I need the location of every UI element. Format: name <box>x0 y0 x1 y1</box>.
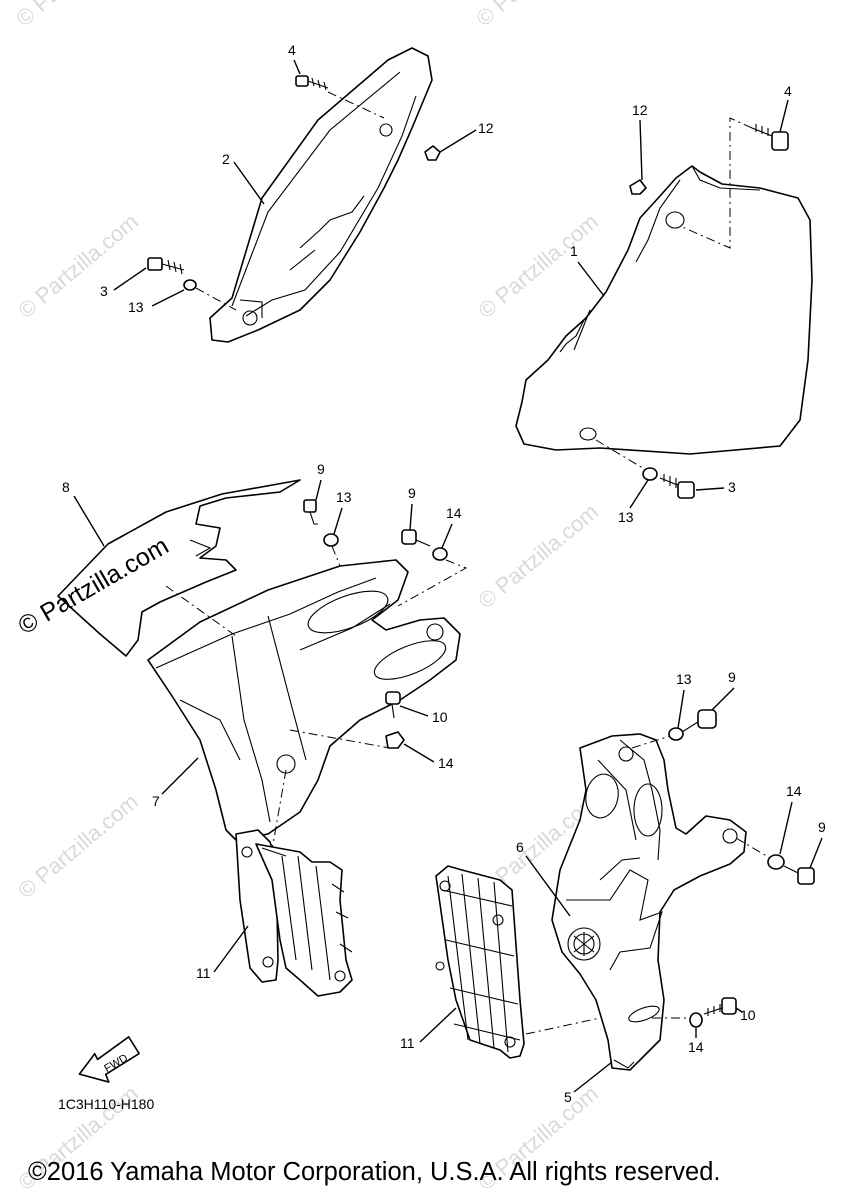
callout-10: 10 <box>740 1007 756 1023</box>
callout-9: 9 <box>818 819 826 835</box>
collar-14a[interactable] <box>432 547 448 561</box>
collar-13a[interactable] <box>183 279 197 291</box>
collar-14d[interactable] <box>689 1012 703 1028</box>
bolt-4a[interactable] <box>295 75 329 91</box>
bolt-9d[interactable] <box>783 865 815 885</box>
bolt-4b[interactable] <box>751 124 789 151</box>
fwd-arrow-icon: FWD <box>78 1036 140 1083</box>
radiator-shroud-right[interactable] <box>551 733 747 1071</box>
collar-13b[interactable] <box>642 467 658 481</box>
bolt-10a[interactable] <box>385 691 401 719</box>
collar-13d[interactable] <box>668 727 684 741</box>
bolt-9c[interactable] <box>681 709 717 733</box>
radiator-guard-right[interactable] <box>435 865 525 1059</box>
side-cover-left[interactable] <box>209 47 433 343</box>
callout-13: 13 <box>336 489 352 505</box>
copyright-text: ©2016 Yamaha Motor Corporation, U.S.A. A… <box>28 1158 721 1186</box>
callout-9: 9 <box>408 485 416 501</box>
callout-3: 3 <box>100 283 108 299</box>
callout-11: 11 <box>400 1035 415 1051</box>
callout-12: 12 <box>478 120 494 136</box>
collar-13c[interactable] <box>323 533 339 547</box>
callout-3: 3 <box>728 479 736 495</box>
callout-1: 1 <box>570 243 578 259</box>
callout-14: 14 <box>688 1039 704 1055</box>
callout-13: 13 <box>676 671 692 687</box>
nut-12a[interactable] <box>424 145 441 161</box>
bolt-3b[interactable] <box>659 474 695 499</box>
bolt-9b[interactable] <box>401 529 431 547</box>
callout-14: 14 <box>446 505 462 521</box>
side-cover-right[interactable] <box>515 165 813 455</box>
callout-7: 7 <box>152 793 160 809</box>
graphic-decal[interactable] <box>57 479 301 657</box>
diagram-code: 1C3H110-H180 <box>58 1096 155 1112</box>
nut-12b[interactable] <box>629 179 647 195</box>
callout-13: 13 <box>128 299 144 315</box>
callout-13: 13 <box>618 509 634 525</box>
callout-8: 8 <box>62 479 70 495</box>
callout-5: 5 <box>564 1089 572 1105</box>
callout-4: 4 <box>784 83 792 99</box>
callout-4: 4 <box>288 42 296 58</box>
callout-9: 9 <box>728 669 736 685</box>
bolt-3a[interactable] <box>147 257 185 275</box>
callout-6: 6 <box>516 839 524 855</box>
callout-14: 14 <box>438 755 454 771</box>
bolt-9a[interactable] <box>303 499 318 525</box>
callout-2: 2 <box>222 151 230 167</box>
callout-12: 12 <box>632 102 648 118</box>
radiator-shroud[interactable] <box>147 559 461 841</box>
collar-14b[interactable] <box>385 731 405 749</box>
callout-14: 14 <box>786 783 802 799</box>
bolt-10b[interactable] <box>703 997 737 1016</box>
radiator-guard-left[interactable] <box>235 829 353 997</box>
callout-11: 11 <box>196 965 211 981</box>
collar-14c[interactable] <box>767 854 785 870</box>
callout-9: 9 <box>317 461 325 477</box>
callout-10: 10 <box>432 709 448 725</box>
